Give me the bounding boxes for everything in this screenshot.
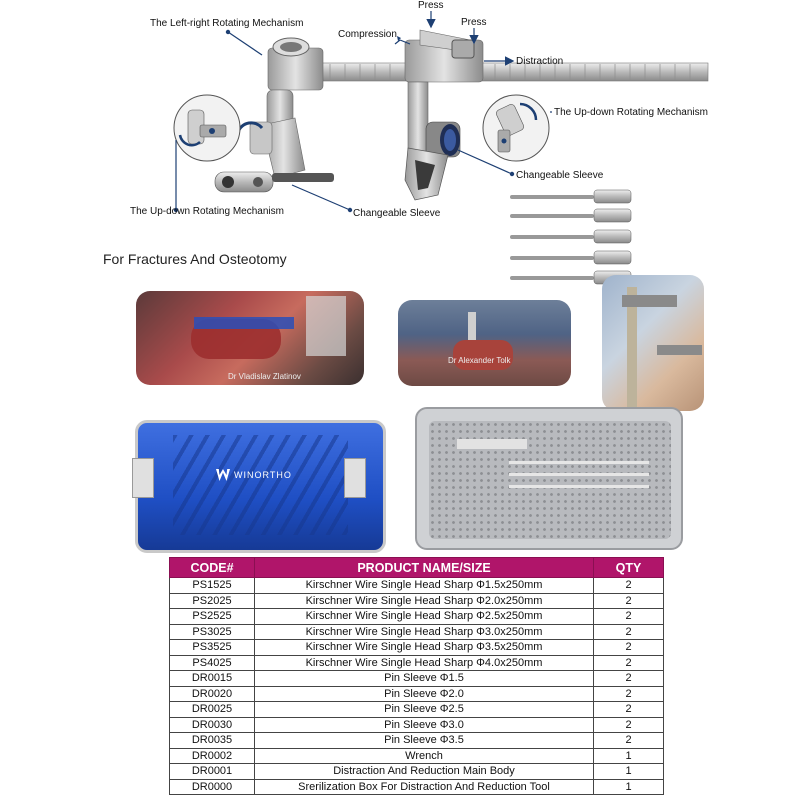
changeable-sleeve-label-right: Changeable Sleeve [516, 170, 604, 181]
brand-logo-text: WINORTHO [234, 470, 292, 480]
up-down-rotating-label-left: The Up-down Rotating Mechanism [130, 206, 284, 217]
left-right-rotating-label: The Left-right Rotating Mechanism [150, 18, 304, 29]
up-down-rotating-label-right: The Up-down Rotating Mechanism [554, 107, 708, 118]
surgery-photo-2: Dr Alexander Tolk [398, 300, 571, 386]
rack-bar [317, 62, 709, 82]
application-photo [602, 275, 704, 411]
pin-sleeves-group [510, 189, 632, 285]
sterilization-box-closed: WINORTHO [132, 420, 386, 553]
distraction-label: Distraction [516, 56, 564, 67]
header-qty: QTY [593, 557, 664, 578]
press-label-left: Press [418, 0, 444, 11]
table-header-row: CODE# PRODUCT NAME/SIZE QTY [169, 557, 664, 578]
photo-1-caption: Dr Vladislav Zlatinov [228, 372, 301, 381]
watermark-logo [194, 317, 294, 329]
header-name: PRODUCT NAME/SIZE [254, 557, 594, 578]
section-title: For Fractures And Osteotomy [103, 251, 287, 267]
compression-label: Compression [338, 29, 397, 40]
device-diagram [173, 11, 709, 285]
press-label-right: Press [461, 17, 487, 28]
header-code: CODE# [169, 557, 255, 578]
photo-2-caption: Dr Alexander Tolk [448, 356, 511, 365]
surgery-photo-1: Dr Vladislav Zlatinov [136, 291, 364, 385]
changeable-sleeve-label-left: Changeable Sleeve [353, 208, 441, 219]
sterilization-box-open [415, 407, 683, 550]
